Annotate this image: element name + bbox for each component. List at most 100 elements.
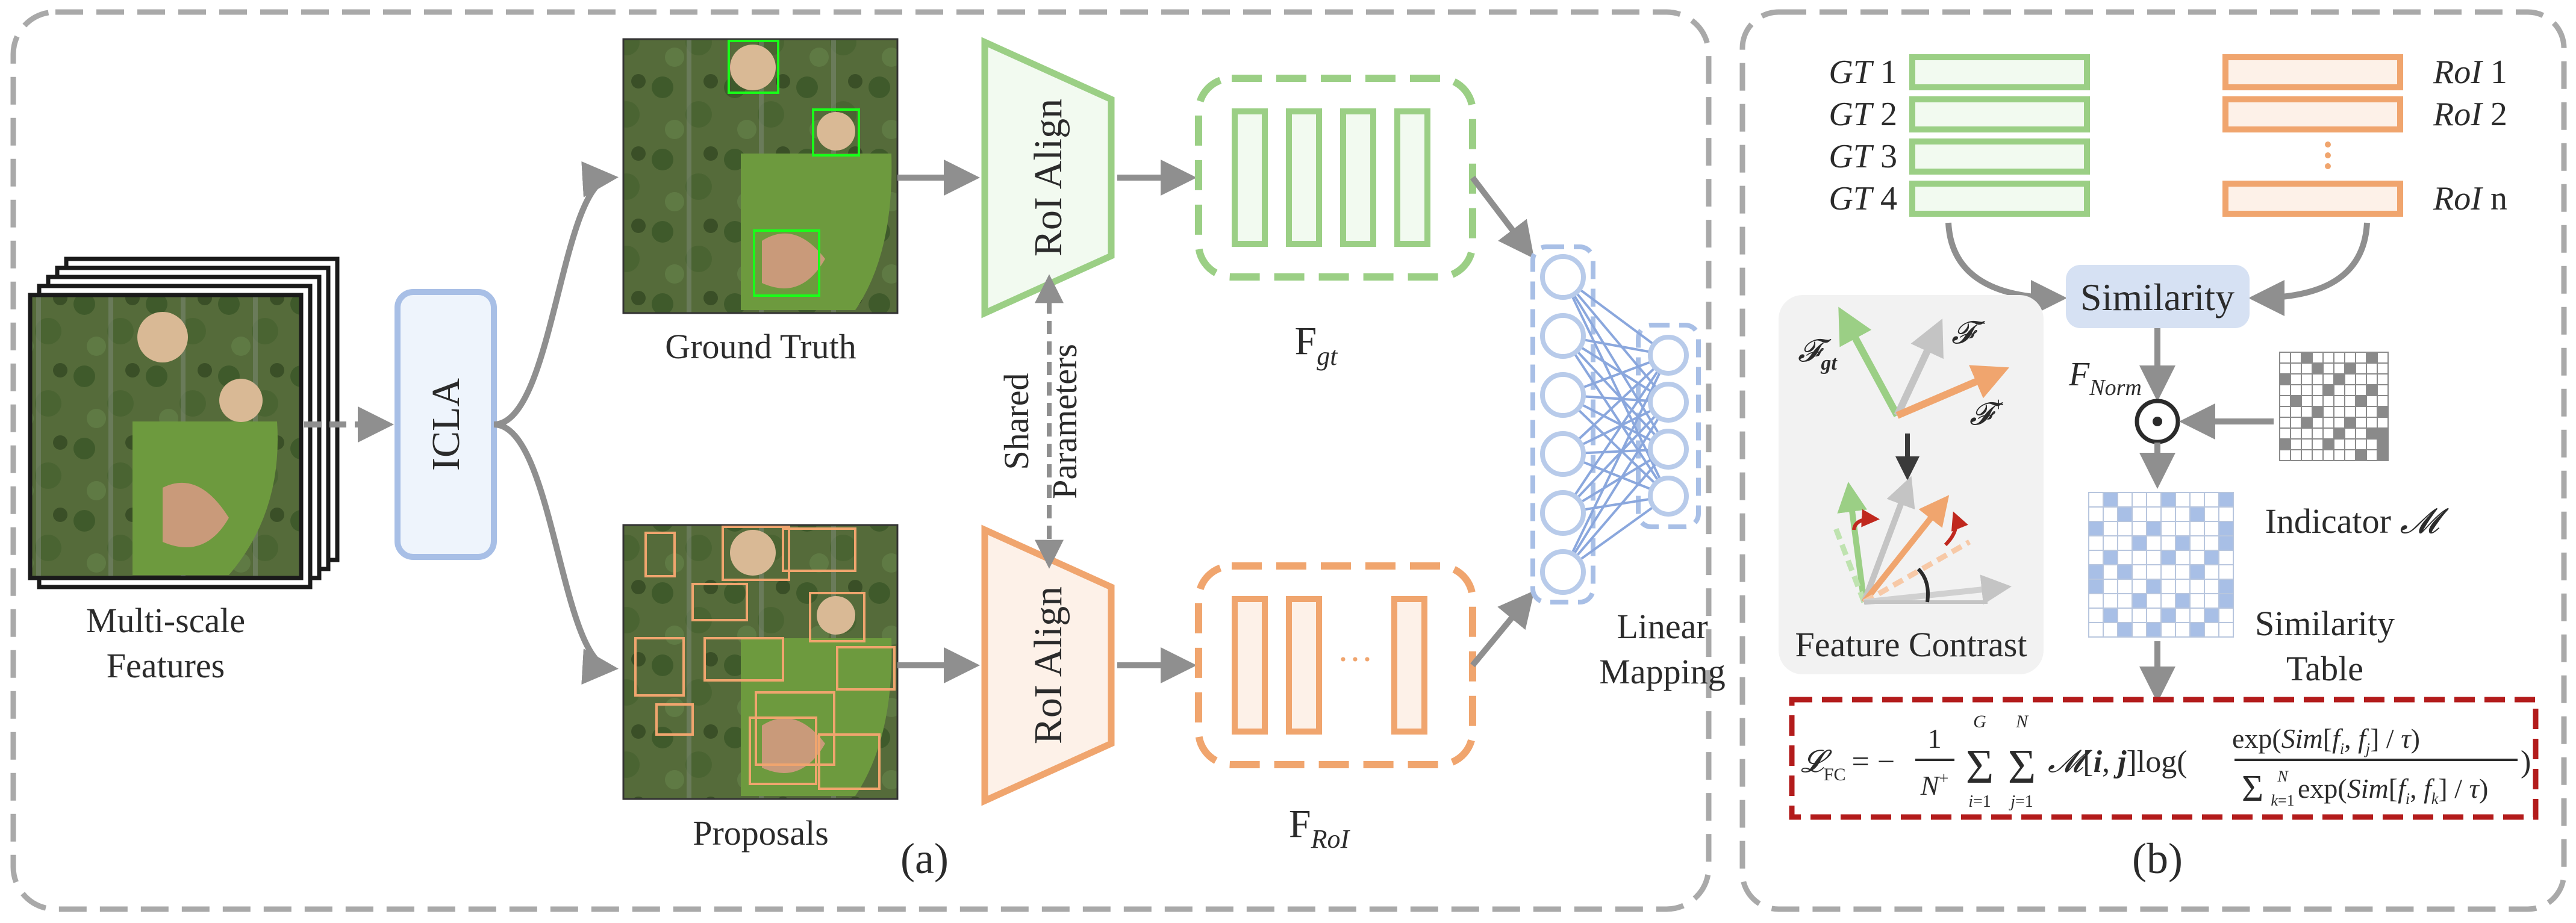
similarity-cell-2-2	[2117, 521, 2133, 536]
similarity-box	[2066, 265, 2250, 328]
similarity-cell-5-5	[2160, 564, 2176, 580]
indicator-cell-7-0	[2279, 427, 2291, 440]
indicator-cell-4-1	[2290, 395, 2302, 407]
mlp-edge-4-0	[1562, 354, 1670, 514]
indicator-cell-3-3	[2312, 384, 2324, 396]
similarity-cell-5-3	[2132, 564, 2147, 580]
mlp-output-node-2	[1648, 382, 1689, 423]
mlp-edge-4-1	[1562, 401, 1670, 514]
similarity-cell-0-4	[2146, 492, 2162, 508]
similarity-cell-5-0	[2088, 564, 2104, 580]
similarity-cell-9-5	[2160, 622, 2176, 638]
similarity-cell-8-7	[2189, 608, 2205, 623]
indicator-cell-3-6	[2344, 384, 2356, 396]
svg-text:N: N	[2277, 768, 2289, 785]
svg-text:Σ: Σ	[2242, 768, 2263, 809]
similarity-cell-3-3	[2132, 535, 2147, 551]
indicator-cell-6-9	[2377, 417, 2389, 429]
roi-dot-2	[2325, 152, 2331, 158]
arrow-gt-to-similarity	[1945, 222, 2067, 316]
indicator-cell-9-8	[2366, 449, 2378, 461]
indicator-cell-2-4	[2322, 373, 2334, 385]
similarity-cell-2-1	[2103, 521, 2118, 536]
indicator-cell-6-4	[2322, 417, 2334, 429]
similarity-label: Similarity	[2080, 276, 2235, 319]
indicator-cell-5-0	[2279, 406, 2291, 418]
proposals-label: Proposals	[693, 813, 829, 853]
similarity-cell-0-6	[2175, 492, 2191, 508]
mlp-edge-2-3	[1562, 394, 1670, 497]
indicator-cell-9-7	[2355, 449, 2367, 461]
similarity-table	[2088, 492, 2234, 638]
indicator-cell-1-9	[2377, 362, 2389, 374]
similarity-table-label-1: Similarity	[2255, 604, 2395, 643]
indicator-cell-7-3	[2312, 427, 2324, 440]
similarity-cell-1-3	[2132, 506, 2147, 522]
indicator-cell-6-5	[2333, 417, 2345, 429]
f-gt-label: Fgt	[1295, 319, 1339, 371]
similarity-cell-8-8	[2204, 608, 2219, 623]
indicator-cell-5-5	[2333, 406, 2345, 418]
indicator-cell-3-2	[2301, 384, 2313, 396]
indicator-cell-4-7	[2355, 395, 2367, 407]
similarity-cell-0-8	[2204, 492, 2219, 508]
svg-text:Σ: Σ	[2008, 741, 2036, 794]
similarity-cell-2-6	[2175, 521, 2191, 536]
similarity-cell-4-6	[2175, 550, 2191, 565]
similarity-cell-3-0	[2088, 535, 2104, 551]
similarity-cell-7-7	[2189, 593, 2205, 609]
similarity-cell-4-0	[2088, 550, 2104, 565]
similarity-cell-8-0	[2088, 608, 2104, 623]
similarity-cell-9-3	[2132, 622, 2147, 638]
svg-text:i=1: i=1	[1968, 792, 1991, 811]
similarity-cell-7-2	[2117, 593, 2133, 609]
similarity-cell-6-4	[2146, 579, 2162, 594]
similarity-cell-5-7	[2189, 564, 2205, 580]
indicator-cell-6-6	[2344, 417, 2356, 429]
svg-text:N: N	[2015, 712, 2029, 732]
indicator-cell-1-0	[2279, 362, 2291, 374]
similarity-cell-2-4	[2146, 521, 2162, 536]
svg-text:exp(Sim[fi, fj] / τ): exp(Sim[fi, fj] / τ)	[2232, 723, 2420, 757]
multiscale-label-1: Multi-scale	[86, 601, 245, 640]
indicator-cell-8-8	[2366, 438, 2378, 450]
indicator-cell-0-0	[2279, 352, 2291, 364]
roi-row-bar-1	[2222, 54, 2403, 90]
indicator-cell-0-1	[2290, 352, 2302, 364]
indicator-cell-7-2	[2301, 427, 2313, 440]
arrow-froi-to-mlp	[1470, 590, 1535, 668]
similarity-cell-6-6	[2175, 579, 2191, 594]
indicator-cell-4-9	[2377, 395, 2389, 407]
arrow-icla-to-gt	[493, 161, 619, 427]
similarity-cell-7-5	[2160, 593, 2176, 609]
similarity-cell-7-1	[2103, 593, 2118, 609]
indicator-cell-1-7	[2355, 362, 2367, 374]
multiscale-label-2: Features	[107, 646, 225, 685]
similarity-cell-1-2	[2117, 506, 2133, 522]
mlp-input-node-5	[1540, 490, 1586, 536]
similarity-cell-8-9	[2218, 608, 2234, 623]
similarity-cell-3-4	[2146, 535, 2162, 551]
indicator-cell-0-3	[2312, 352, 2324, 364]
similarity-cell-2-0	[2088, 521, 2104, 536]
arrow-icla-to-proposals	[493, 421, 619, 685]
similarity-cell-6-7	[2189, 579, 2205, 594]
indicator-cell-8-4	[2322, 438, 2334, 450]
indicator-cell-9-9	[2377, 449, 2389, 461]
similarity-cell-1-4	[2146, 506, 2162, 522]
indicator-cell-9-1	[2290, 449, 2302, 461]
panel-b-border	[1739, 9, 2567, 912]
indicator-cell-9-6	[2344, 449, 2356, 461]
similarity-cell-5-4	[2146, 564, 2162, 580]
similarity-cell-8-5	[2160, 608, 2176, 623]
multiscale-stack	[28, 256, 340, 589]
svg-text:𝓛FC= −: 𝓛FC= −	[1801, 745, 1895, 785]
similarity-cell-0-9	[2218, 492, 2234, 508]
indicator-cell-1-8	[2366, 362, 2378, 374]
indicator-cell-7-8	[2366, 427, 2378, 440]
similarity-cell-3-1	[2103, 535, 2118, 551]
indicator-cell-3-4	[2322, 384, 2334, 396]
similarity-cell-2-9	[2218, 521, 2234, 536]
